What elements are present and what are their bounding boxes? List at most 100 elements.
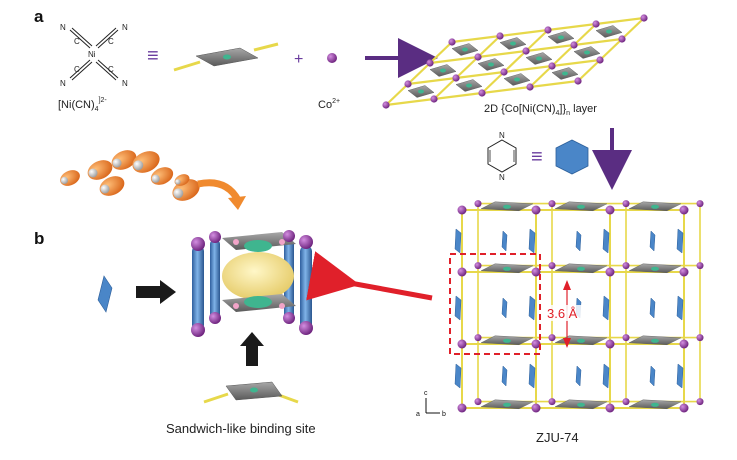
ni-complex-label: [Ni(CN)4]2- [58,97,107,113]
axis-c-label: c [424,390,428,397]
layer-co-node [382,101,390,109]
guest-molecule [111,150,137,170]
top-teal-lobe [244,240,272,252]
layer-co-node [618,35,626,43]
layer-co-node [640,14,648,22]
layer-co-node [430,95,438,103]
framework-co-node [679,339,689,349]
layer-co-node [592,20,600,28]
framework-co-node [474,334,482,342]
framework-co-node [531,339,541,349]
framework-co-node [696,262,704,270]
layer-co-node [548,62,556,70]
framework-co-node [605,267,615,277]
framework-pyrazine [676,228,684,254]
framework-co-node [622,398,630,406]
framework-pyrazine [454,363,462,389]
co-sphere-bl [191,323,205,337]
layer-co-node [574,77,582,85]
black-arrow-up [240,332,264,366]
curved-orange-arrowhead [228,196,246,210]
framework-co-node [457,339,467,349]
layer-co-node [478,89,486,97]
framework-co-node [457,267,467,277]
pyrazine-n-bottom: N [499,173,505,182]
pyrazine-hexagon [555,139,589,175]
framework-pyrazine [649,365,656,387]
layer-co-node [526,83,534,91]
pillar-back-left [210,240,220,318]
framework-pyrazine [649,230,656,252]
atom-c-tl: C [74,37,80,46]
highlight-box [449,253,541,355]
guest-molecule [174,174,190,186]
pillar-front-right [300,246,312,330]
guest-molecule [132,151,160,173]
framework-pyrazine [501,230,508,252]
framework-name: ZJU-74 [536,430,579,445]
framework-co-node [474,262,482,270]
layer-co-node [500,68,508,76]
framework-co-node [474,200,482,208]
axis-indicator: c a b [416,390,446,418]
co-sphere-br [299,321,313,335]
binding-site-label: Sandwich-like binding site [166,421,316,436]
framework-co-node [679,205,689,215]
framework-pyrazine [528,228,536,254]
binding-site-planar-unit [203,381,299,404]
framework-co-node [605,205,615,215]
layer-co-node [448,38,456,46]
black-arrow-right [136,280,176,304]
pyrazine-structure: N N [487,131,517,182]
distance-label: 3.6 Å [547,306,578,321]
square-planar-unit [173,42,279,72]
framework-pyrazine [501,297,508,319]
framework-co-node [548,334,556,342]
red-arrow [306,251,433,301]
atom-n-bl: N [60,79,66,88]
co-sphere-tl [191,237,205,251]
atom-ni: Ni [88,50,96,59]
equivalence-symbol-2: ≡ [531,146,543,168]
framework-pyrazine [676,295,684,321]
layer-co-node [496,32,504,40]
framework-co-node [696,334,704,342]
layer-co-node [404,80,412,88]
layer-co-node [426,59,434,67]
layer-co-node [474,53,482,61]
framework-co-node [531,403,541,413]
pillar-front-left [192,246,204,330]
2d-layer-network [382,14,648,109]
layer-label: 2D {Co[Ni(CN)4]}n layer [484,103,597,117]
layer-co-node [544,26,552,34]
framework-co-node [696,200,704,208]
framework-pyrazine [575,365,582,387]
framework-co-node [531,205,541,215]
framework-co-node [605,339,615,349]
guest-molecule [87,160,113,180]
framework-pyrazine [602,295,610,321]
framework-pyrazine [649,297,656,319]
curved-orange-arrow [197,179,242,202]
atom-c-bl: C [74,65,80,74]
guest-molecules [60,150,200,201]
axis-a-label: a [416,411,420,418]
guest-molecule [60,170,80,186]
atom-c-br: C [108,65,114,74]
framework-pyrazine [528,363,536,389]
framework-co-node [474,398,482,406]
plus-symbol: + [294,51,303,68]
atom-n-tl: N [60,23,66,32]
layer-co-node [522,47,530,55]
layer-co-node [596,56,604,64]
atom-c-tr: C [108,37,114,46]
equivalence-symbol: ≡ [147,45,159,67]
framework-pyrazine [528,295,536,321]
binding-site-model [191,230,313,337]
framework-co-node [548,262,556,270]
framework-pyrazine [676,363,684,389]
framework-pyrazine [575,230,582,252]
framework-pyrazine [454,228,462,254]
framework-co-node [548,200,556,208]
